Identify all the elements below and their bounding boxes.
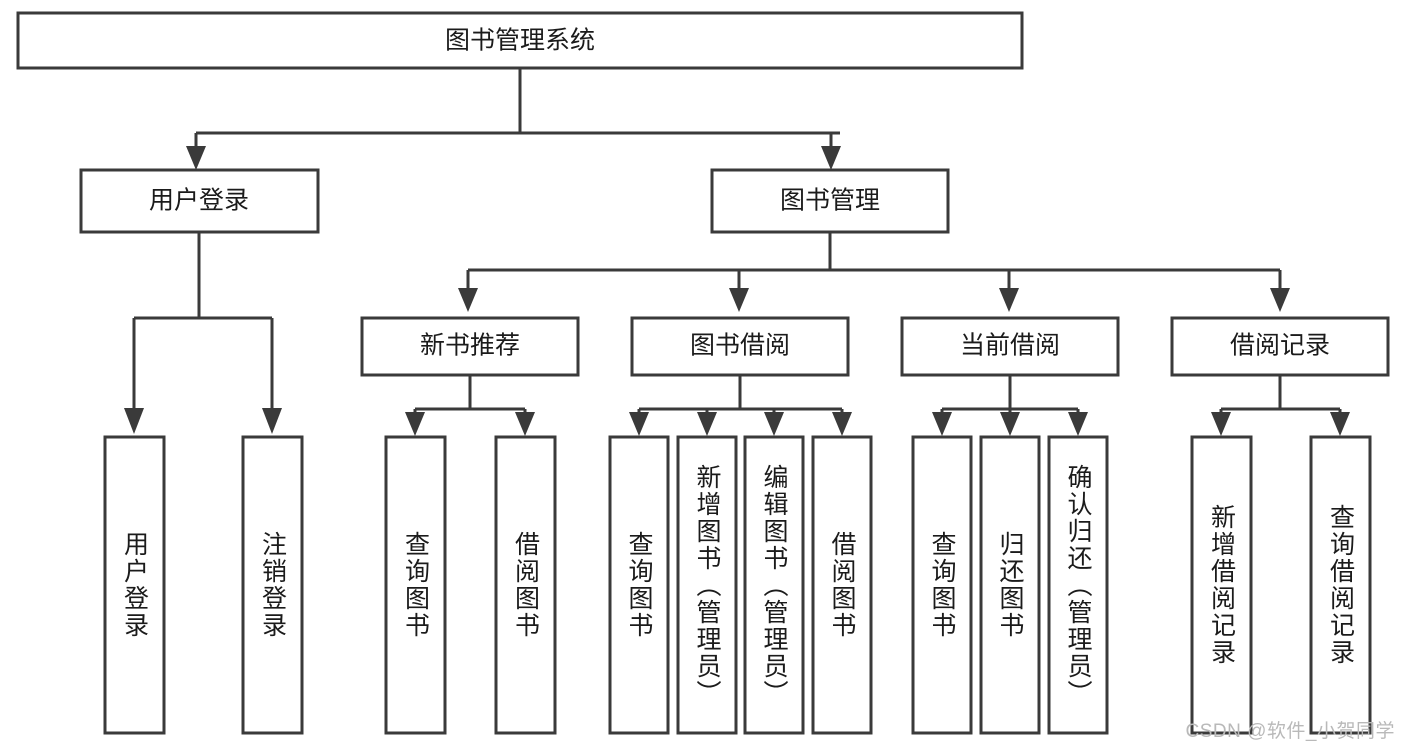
node-root-label: 图书管理系统 bbox=[445, 27, 595, 55]
node-borrow-record-label: 借阅记录 bbox=[1230, 332, 1330, 360]
node-user-login[interactable] bbox=[79, 168, 320, 234]
arrow-to-current-borrow bbox=[999, 288, 1019, 312]
node-user-login-label: 用户登录 bbox=[149, 187, 249, 215]
node-leaf-add-book[interactable] bbox=[676, 435, 738, 735]
node-leaf-edit-book[interactable] bbox=[743, 435, 805, 735]
node-new-book-recommend-label: 新书推荐 bbox=[420, 332, 520, 360]
arrow-to-leaf-borrow-book-1 bbox=[515, 412, 535, 436]
arrow-to-leaf-user-login bbox=[124, 408, 144, 434]
node-book-manage[interactable] bbox=[710, 168, 950, 234]
edge-group bbox=[124, 68, 1350, 436]
node-current-borrow[interactable] bbox=[900, 316, 1120, 377]
node-new-book-recommend[interactable] bbox=[360, 316, 580, 377]
arrow-to-book-borrow bbox=[729, 288, 749, 312]
node-leaf-add-record[interactable] bbox=[1190, 435, 1253, 735]
node-book-borrow[interactable] bbox=[630, 316, 850, 377]
arrow-to-borrow-record bbox=[1270, 288, 1290, 312]
node-leaf-return-book[interactable] bbox=[979, 435, 1041, 735]
arrow-to-leaf-confirm-return bbox=[1068, 412, 1088, 436]
arrow-to-user-login bbox=[186, 146, 206, 170]
node-leaf-borrow-book-1[interactable] bbox=[494, 435, 557, 735]
node-borrow-record[interactable] bbox=[1170, 316, 1390, 377]
node-leaf-query-record[interactable] bbox=[1309, 435, 1372, 735]
node-leaf-query-book-1[interactable] bbox=[384, 435, 447, 735]
arrow-to-leaf-borrow-book-2 bbox=[832, 412, 852, 436]
arrow-to-leaf-query-book-1 bbox=[405, 412, 425, 436]
node-leaf-borrow-book-2[interactable] bbox=[811, 435, 873, 735]
arrow-to-leaf-add-book bbox=[697, 412, 717, 436]
arrow-to-leaf-edit-book bbox=[764, 412, 784, 436]
node-leaf-user-login[interactable] bbox=[103, 435, 166, 735]
node-leaf-query-book-3[interactable] bbox=[911, 435, 973, 735]
arrow-to-new-book-recommend bbox=[458, 288, 478, 312]
node-group: 图书管理系统 用户登录 图书管理 新书推荐 图书借阅 当前借阅 借阅记录 bbox=[16, 11, 1390, 735]
arrow-to-book-manage bbox=[821, 146, 841, 170]
node-leaf-query-book-2[interactable] bbox=[608, 435, 670, 735]
arrow-to-leaf-query-book-3 bbox=[932, 412, 952, 436]
arrow-to-leaf-query-book-2 bbox=[629, 412, 649, 436]
node-book-manage-label: 图书管理 bbox=[780, 187, 880, 215]
node-leaf-confirm-return[interactable] bbox=[1047, 435, 1109, 735]
arrow-to-leaf-query-record bbox=[1330, 412, 1350, 436]
arrow-to-leaf-return-book bbox=[1000, 412, 1020, 436]
node-root[interactable] bbox=[16, 11, 1024, 70]
arrow-to-leaf-logout bbox=[262, 408, 282, 434]
node-current-borrow-label: 当前借阅 bbox=[960, 332, 1060, 360]
arrow-to-leaf-add-record bbox=[1211, 412, 1231, 436]
node-leaf-logout[interactable] bbox=[241, 435, 304, 735]
node-book-borrow-label: 图书借阅 bbox=[690, 332, 790, 360]
watermark: CSDN @软件_小贺同学 bbox=[1185, 721, 1395, 742]
